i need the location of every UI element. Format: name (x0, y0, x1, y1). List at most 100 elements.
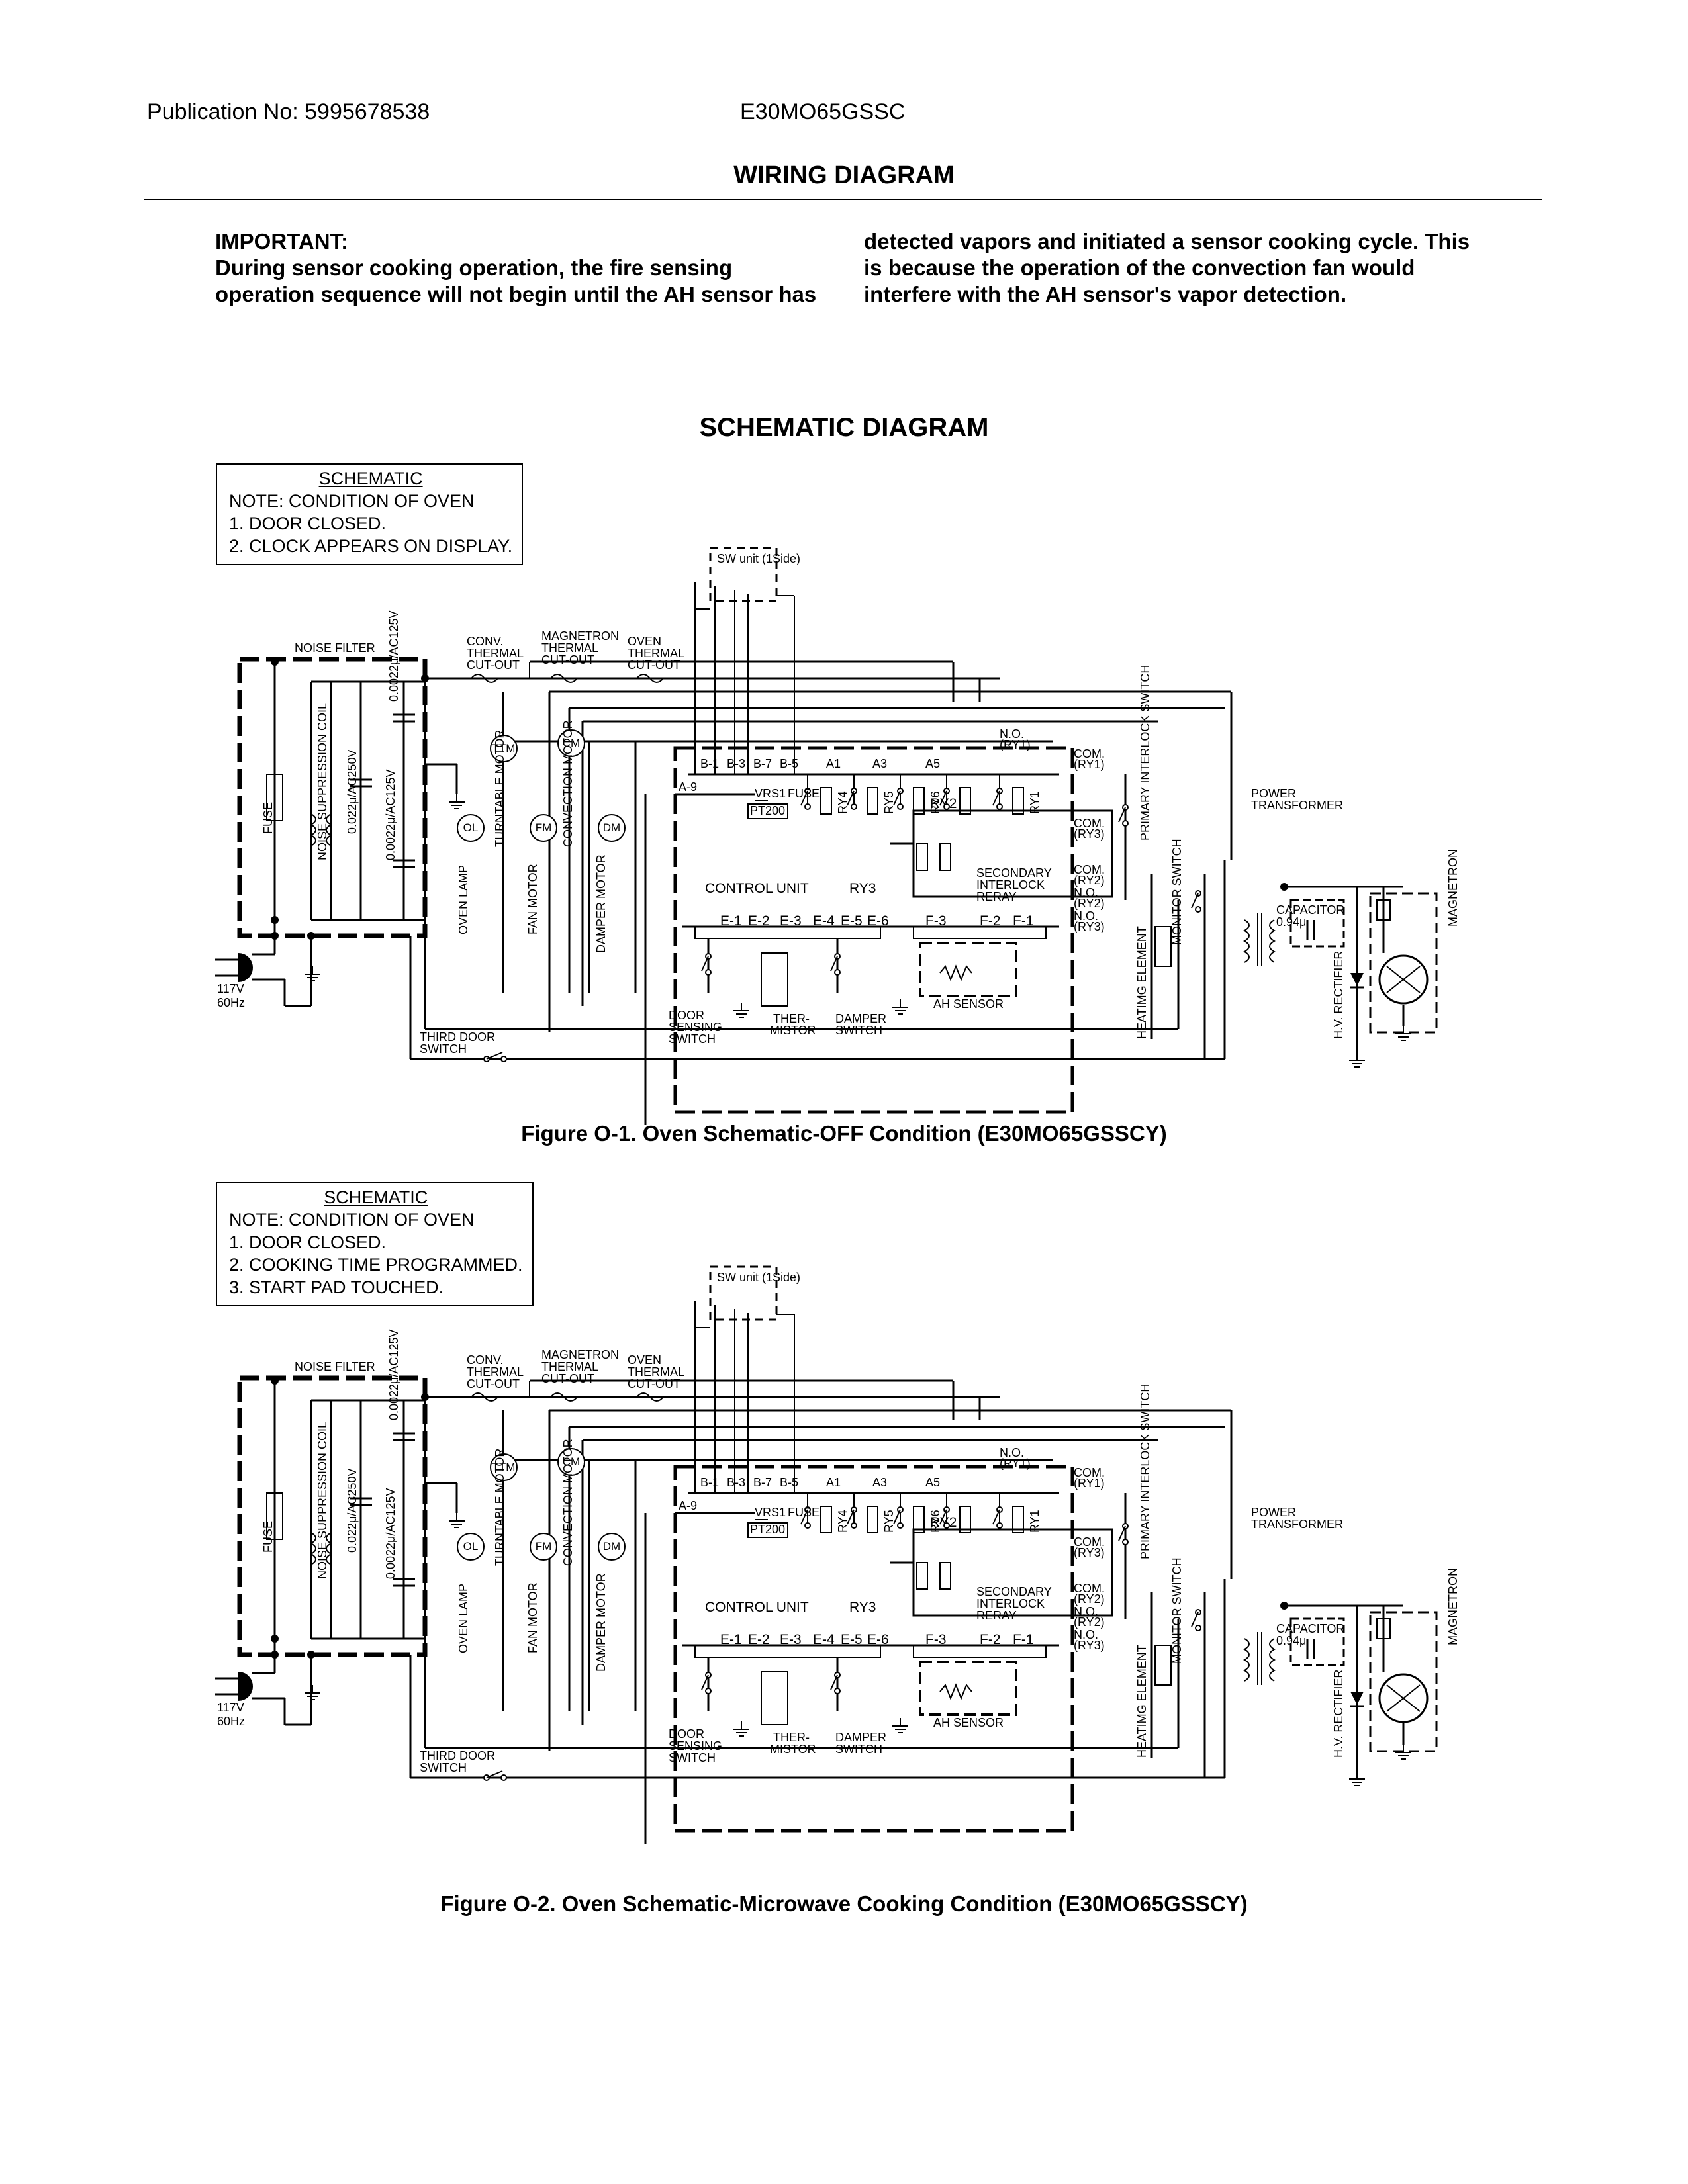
note-line: 3. START PAD TOUCHED. (229, 1277, 444, 1297)
b7-label: B-7 (753, 1476, 773, 1489)
f3-label: F-3 (925, 913, 947, 929)
vrs1-label: VRS1 (755, 787, 786, 800)
power-transformer-label: POWER (1251, 1506, 1297, 1519)
no-ry2-paren: (RY2) (1074, 897, 1105, 910)
a1-label: A1 (826, 1476, 841, 1489)
oven-thermal-label-2: THERMAL (628, 647, 685, 660)
interlock-label: INTERLOCK (976, 1597, 1045, 1610)
oven-lamp-symbol: OL (457, 814, 485, 842)
hv-capacitor-value: 0.94μ (1276, 1634, 1307, 1647)
voltage-label: 117V (217, 1701, 244, 1714)
interlock-label: INTERLOCK (976, 878, 1045, 891)
noise-filter-label: NOISE FILTER (295, 1360, 375, 1373)
capacitor-label-2: 0.0022μ/AC125V (384, 769, 397, 860)
a9-label: A-9 (679, 1499, 698, 1512)
door-sensing-label-2: SENSING (669, 1739, 723, 1752)
b1-label: B-1 (700, 757, 720, 770)
e3-label: E-3 (780, 1632, 802, 1647)
e4-label: E-4 (813, 913, 835, 929)
e1-label: E-1 (720, 1632, 742, 1647)
model-number: E30MO65GSSC (740, 99, 906, 124)
power-transformer-label-2: TRANSFORMER (1251, 799, 1343, 812)
oven-thermal-label-2: THERMAL (628, 1365, 685, 1379)
f1-label: F-1 (1013, 913, 1034, 929)
important-note-right: detected vapors and initiated a sensor c… (864, 228, 1473, 308)
noise-suppression-coil-label: NOISE SUPPRESSION COIL (316, 702, 329, 860)
e3-label: E-3 (780, 913, 802, 929)
com-ry1-label: COM. (1074, 747, 1105, 760)
f2-label: F-2 (980, 1632, 1001, 1647)
fan-motor-label: FAN MOTOR (526, 864, 539, 934)
ry4-label: RY4 (836, 1510, 849, 1533)
no-ry3-label: N.O. (1074, 909, 1099, 923)
b5-label: B-5 (780, 757, 799, 770)
note-line: 1. DOOR CLOSED. (229, 1232, 387, 1252)
noise-suppression-coil-label: NOISE SUPPRESSION COIL (316, 1421, 329, 1579)
com-ry3-label: COM. (1074, 1535, 1105, 1549)
a5-label: A5 (925, 757, 941, 770)
ry1-label: RY1 (1028, 1510, 1041, 1533)
reray-label: RERAY (976, 890, 1017, 903)
oven-cutout-label: CUT-OUT (628, 1377, 680, 1390)
ry2-label: RY2 (930, 1515, 957, 1530)
reray-label: RERAY (976, 1609, 1017, 1622)
e5-label: E-5 (841, 1632, 863, 1647)
ry3-label: RY3 (849, 1600, 876, 1615)
damper-switch-label: DAMPER (835, 1731, 887, 1744)
figure-caption-2: Figure O-2. Oven Schematic-Microwave Coo… (440, 1891, 1248, 1916)
turntable-motor-symbol: TTM (490, 735, 518, 762)
door-sensing-label-3: SWITCH (669, 1032, 716, 1046)
door-sensing-label-3: SWITCH (669, 1751, 716, 1764)
thermistor-label: THER- (773, 1012, 810, 1025)
important-heading: IMPORTANT: (215, 229, 349, 253)
note-line: NOTE: CONDITION OF OVEN (229, 491, 475, 511)
schematic-figure-off: SCHEMATIC NOTE: CONDITION OF OVEN 1. DOOR … (0, 463, 1688, 1125)
sw-unit-label: SW unit (1Side) (717, 552, 801, 565)
ry2-label: RY2 (930, 796, 957, 811)
com-ry3-paren: (RY3) (1074, 1546, 1105, 1559)
note-line: 1. DOOR CLOSED. (229, 514, 387, 533)
secondary-interlock-label: SECONDARY (976, 1585, 1052, 1598)
damper-motor-symbol: DM (598, 1533, 626, 1561)
primary-interlock-label: PRIMARY INTERLOCK SWITCH (1139, 664, 1152, 841)
title-divider (144, 199, 1542, 200)
com-ry2-paren: (RY2) (1074, 1592, 1105, 1606)
wiring-schematic (215, 1265, 1438, 1844)
capacitor-label-3: 0.0022μ/AC125V (387, 610, 400, 702)
e2-label: E-2 (748, 1632, 770, 1647)
control-unit-label: CONTROL UNIT (705, 1600, 809, 1615)
third-door-switch-label-2: SWITCH (420, 1761, 467, 1774)
wiring-schematic (215, 547, 1438, 1125)
note-title: SCHEMATIC (318, 469, 423, 488)
com-ry3-paren: (RY3) (1074, 827, 1105, 841)
ry1-paren-label: (RY1) (1000, 1457, 1031, 1470)
com-ry1-paren: (RY1) (1074, 1477, 1105, 1490)
primary-interlock-label: PRIMARY INTERLOCK SWITCH (1139, 1383, 1152, 1559)
no-ry2-label: N.O. (1074, 1605, 1099, 1618)
thermistor-label: THER- (773, 1731, 810, 1744)
e2-label: E-2 (748, 913, 770, 929)
hv-rectifier-label: H.V. RECTIFIER (1332, 1669, 1345, 1758)
schematic-title: SCHEMATIC DIAGRAM (699, 413, 989, 442)
oven-lamp-label: OVEN LAMP (457, 1583, 470, 1653)
a9-label: A-9 (679, 780, 698, 794)
third-door-switch-label: THIRD DOOR (420, 1030, 495, 1044)
hv-capacitor-value: 0.94μ (1276, 915, 1307, 929)
note-line: NOTE: CONDITION OF OVEN (229, 1210, 475, 1230)
b5-label: B-5 (780, 1476, 799, 1489)
a3-label: A3 (872, 757, 888, 770)
schematic-note-box: SCHEMATIC NOTE: CONDITION OF OVEN 1. DOOR … (216, 463, 524, 565)
convection-motor-symbol: CM (557, 729, 585, 757)
b3-label: B-3 (727, 757, 746, 770)
b1-label: B-1 (700, 1476, 720, 1489)
magnetron-thermal-label: MAGNETRON (541, 1348, 619, 1361)
fuse-label: FUSE (261, 1520, 275, 1553)
fuse-small-label: FUSE (788, 787, 820, 800)
noise-filter-label: NOISE FILTER (295, 641, 375, 655)
power-transformer-label: POWER (1251, 787, 1297, 800)
ah-sensor-label: AH SENSOR (933, 997, 1004, 1011)
no-ry1-label: N.O. (1000, 1446, 1025, 1459)
damper-switch-label-2: SWITCH (835, 1743, 882, 1756)
com-ry1-paren: (RY1) (1074, 758, 1105, 771)
